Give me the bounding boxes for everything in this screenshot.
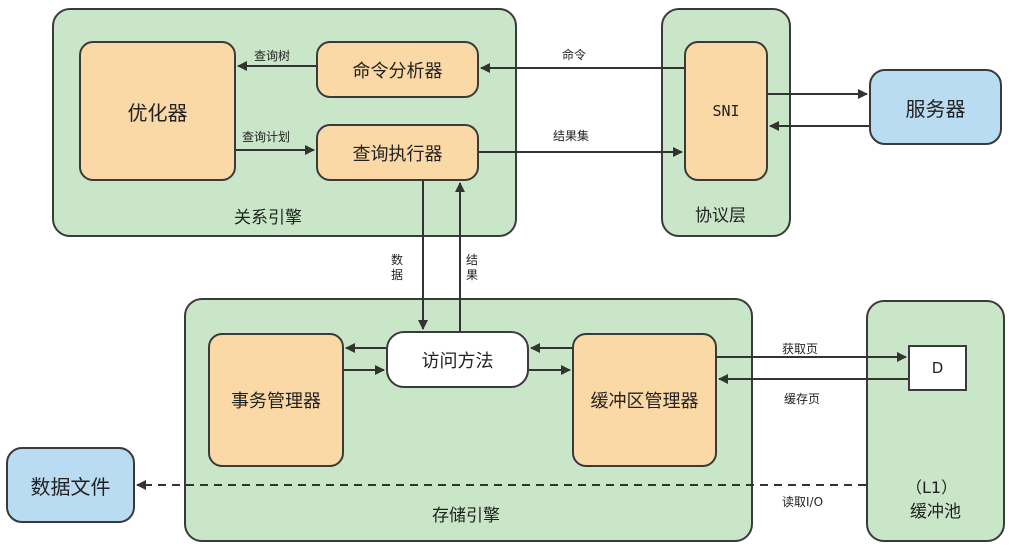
edge-label-get-page: 获取页 [782,342,819,356]
edge-label-query-plan: 查询计划 [242,130,291,144]
access-method-label: 访问方法 [421,350,494,372]
server-label: 服务器 [905,96,966,121]
optimizer-label: 优化器 [127,100,188,125]
edge-label-read-io: 读取I/O [782,495,824,509]
data-file-box[interactable]: 数据文件 [6,447,135,523]
buffer-manager-label: 缓冲区管理器 [590,391,699,412]
protocol-layer-title: 协议层 [695,206,746,226]
buffer-manager-box[interactable]: 缓冲区管理器 [572,333,717,467]
relational-engine-title: 关系引擎 [234,208,302,228]
data-file-label: 数据文件 [30,474,111,499]
sni-label: SNI [712,102,740,120]
query-executor-label: 查询执行器 [352,143,443,165]
edge-label-result-set: 结果集 [553,129,590,143]
query-executor-box[interactable]: 查询执行器 [316,124,479,181]
command-parser-label: 命令分析器 [352,60,443,82]
edge-label-cache-page: 缓存页 [784,392,821,406]
transaction-manager-label: 事务管理器 [231,391,321,412]
access-method-box[interactable]: 访问方法 [386,331,529,388]
page-d-box[interactable]: D [908,345,967,391]
edge-label-result: 结果 [465,253,478,282]
command-parser-box[interactable]: 命令分析器 [316,41,479,98]
edge-label-query-tree: 查询树 [254,49,291,63]
transaction-manager-box[interactable]: 事务管理器 [208,333,344,467]
buffer-pool-title: 缓冲池 [910,502,961,522]
edge-label-command: 命令 [562,48,587,62]
optimizer-box[interactable]: 优化器 [79,41,236,181]
page-d-label: D [931,359,944,377]
sni-box[interactable]: SNI [684,41,768,181]
buffer-pool-container [866,300,1005,542]
buffer-pool-level: （L1） [906,478,958,497]
edge-label-data: 数据 [390,253,403,282]
storage-engine-title: 存储引擎 [432,506,500,526]
server-box[interactable]: 服务器 [869,69,1002,145]
